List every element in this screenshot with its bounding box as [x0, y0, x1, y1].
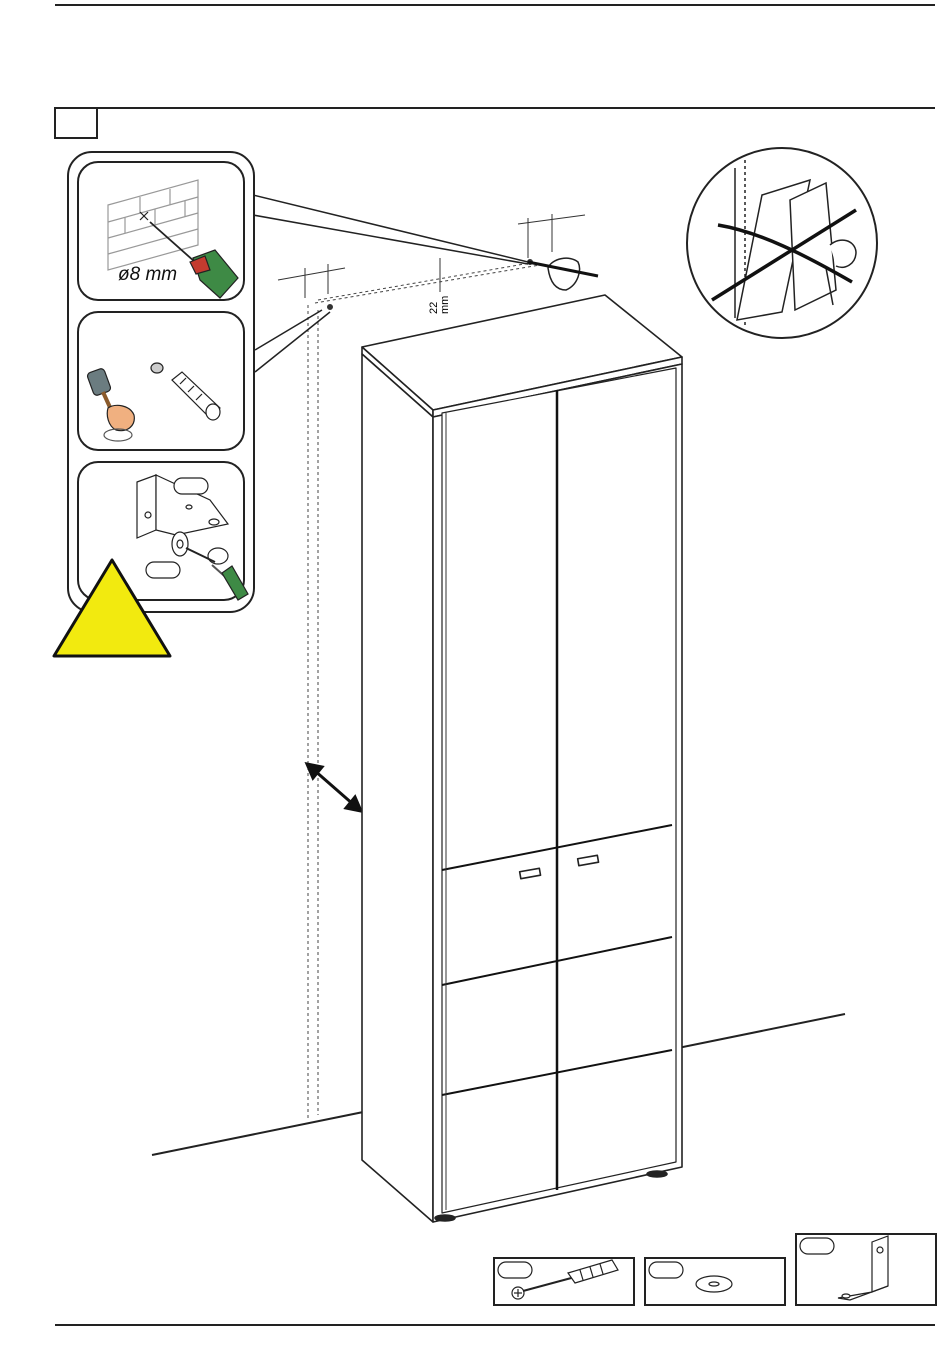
wall-distance-arrow [307, 764, 361, 811]
wardrobe-cabinet [362, 295, 682, 1222]
dimension-label: 22 mm [428, 296, 451, 314]
drill-hole-panel: ø8 mm [78, 162, 244, 300]
part-badge [498, 1262, 532, 1278]
cabinet-side-panel [362, 354, 433, 1222]
part-badge [800, 1238, 834, 1254]
hardware-box-washer [645, 1258, 785, 1305]
hardware-box-screw [494, 1258, 634, 1305]
hardware-box-bracket [796, 1234, 936, 1305]
edge-offset-unit: mm [439, 296, 451, 314]
insert-plug-panel [78, 312, 244, 450]
pencil-hand-icon [528, 258, 598, 290]
do-not-tip-icon [687, 148, 877, 338]
part-badge [174, 478, 208, 494]
part-badge [146, 562, 180, 578]
drill-size-label: ø8 mm [118, 264, 177, 285]
instruction-callout-panel: ø8 mm [68, 152, 254, 612]
washer-icon [696, 1276, 732, 1292]
step-number-box [55, 108, 97, 138]
part-badge [649, 1262, 683, 1278]
